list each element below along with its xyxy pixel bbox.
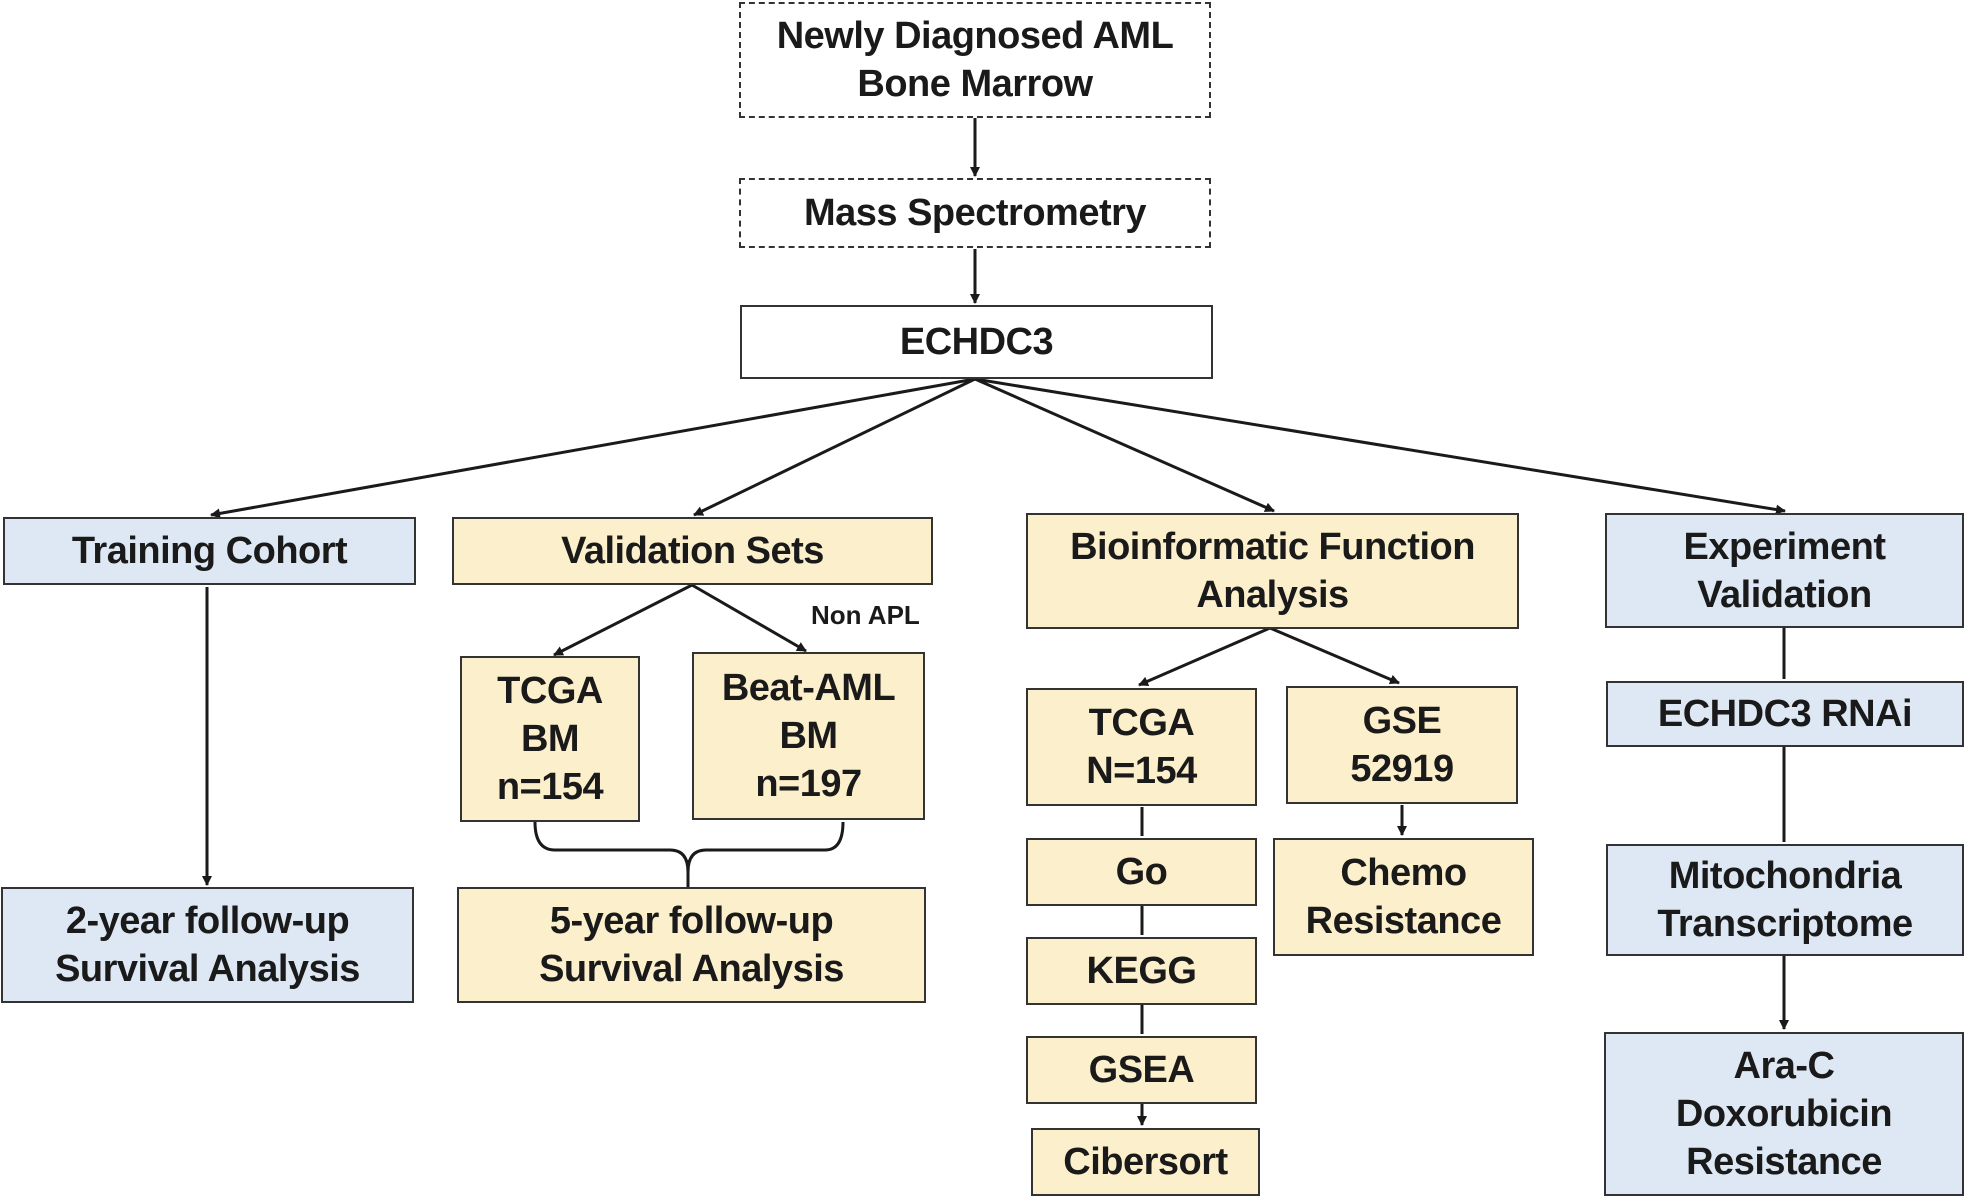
node-mitochondria-transcriptome: Mitochondria Transcriptome bbox=[1606, 844, 1964, 956]
node-beat-aml: Beat-AML BM n=197 bbox=[692, 652, 925, 820]
node-go: Go bbox=[1026, 838, 1257, 906]
node-echdc3-rnai: ECHDC3 RNAi bbox=[1606, 681, 1964, 747]
node-bioinformatic-analysis: Bioinformatic Function Analysis bbox=[1026, 513, 1519, 629]
node-5yr-survival: 5-year follow-up Survival Analysis bbox=[457, 887, 926, 1003]
node-gsea: GSEA bbox=[1026, 1036, 1257, 1104]
node-validation-sets: Validation Sets bbox=[452, 517, 933, 585]
edge-validation-to-tcga-bm bbox=[553, 583, 693, 657]
node-cibersort: Cibersort bbox=[1031, 1128, 1260, 1196]
edge-validation-to-beat-aml bbox=[691, 583, 807, 653]
node-tcga-bm: TCGA BM n=154 bbox=[460, 656, 640, 822]
node-gse52919: GSE 52919 bbox=[1286, 686, 1518, 804]
node-2yr-survival: 2-year follow-up Survival Analysis bbox=[1, 887, 414, 1003]
annotation-non-apl: Non APL bbox=[811, 600, 920, 630]
node-chemo-resistance: Chemo Resistance bbox=[1273, 838, 1534, 956]
node-bone-marrow: Newly Diagnosed AML Bone Marrow bbox=[739, 2, 1211, 118]
node-tcga-n154: TCGA N=154 bbox=[1026, 688, 1257, 806]
node-ara-c-resistance: Ara-C Doxorubicin Resistance bbox=[1604, 1032, 1964, 1196]
node-echdc3: ECHDC3 bbox=[740, 305, 1213, 379]
edge-echdc3-to-validation bbox=[693, 377, 976, 517]
edge-echdc3-to-experiment bbox=[974, 377, 1786, 515]
edge-echdc3-to-training bbox=[210, 377, 976, 519]
edge-bio-to-gse bbox=[1269, 626, 1400, 685]
node-mass-spectrometry: Mass Spectrometry bbox=[739, 178, 1211, 248]
edge-bio-to-tcga bbox=[1138, 626, 1271, 687]
node-training-cohort: Training Cohort bbox=[3, 517, 416, 585]
node-experiment-validation: Experiment Validation bbox=[1605, 513, 1964, 628]
edge-echdc3-to-bioinformatic bbox=[974, 377, 1275, 513]
node-kegg: KEGG bbox=[1026, 937, 1257, 1005]
